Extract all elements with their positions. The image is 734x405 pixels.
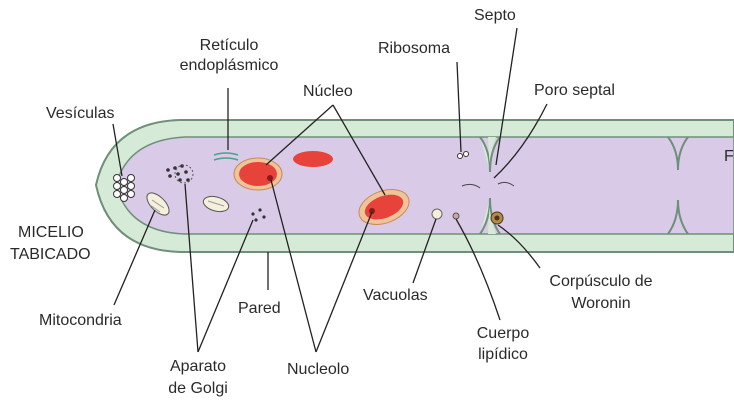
label-edge-fragment: F	[724, 147, 734, 166]
vesicles	[114, 175, 135, 202]
label-corpusculo-2: Woronin	[536, 294, 666, 313]
label-vacuolas: Vacuolas	[363, 286, 428, 305]
label-cuerpo-2: lipídico	[455, 345, 551, 364]
label-nucleolo: Nucleolo	[287, 360, 349, 379]
label-cuerpo-1: Cuerpo	[455, 324, 551, 343]
lipid-body	[453, 213, 459, 219]
label-micelio-2: TABICADO	[10, 245, 91, 264]
nucleus	[234, 158, 282, 190]
label-reticulo-1: Retículo	[163, 36, 295, 55]
nucleus-2	[293, 151, 333, 167]
label-septo: Septo	[474, 6, 516, 25]
label-aparato-1: Aparato	[150, 357, 246, 376]
label-mitocondria: Mitocondria	[39, 311, 122, 330]
label-aparato-2: de Golgi	[150, 379, 246, 398]
label-vesiculas: Vesículas	[46, 104, 114, 123]
label-micelio-1: MICELIO	[18, 223, 84, 242]
label-corpusculo-1: Corpúsculo de	[536, 272, 666, 291]
vacuole	[432, 209, 442, 219]
label-poro-septal: Poro septal	[534, 81, 615, 100]
woronin-body	[491, 212, 503, 224]
label-pared: Pared	[238, 299, 281, 318]
label-ribosoma: Ribosoma	[378, 39, 450, 58]
label-nucleo: Núcleo	[303, 82, 353, 101]
cytoplasm	[116, 137, 734, 234]
label-reticulo-2: endoplásmico	[163, 56, 295, 75]
